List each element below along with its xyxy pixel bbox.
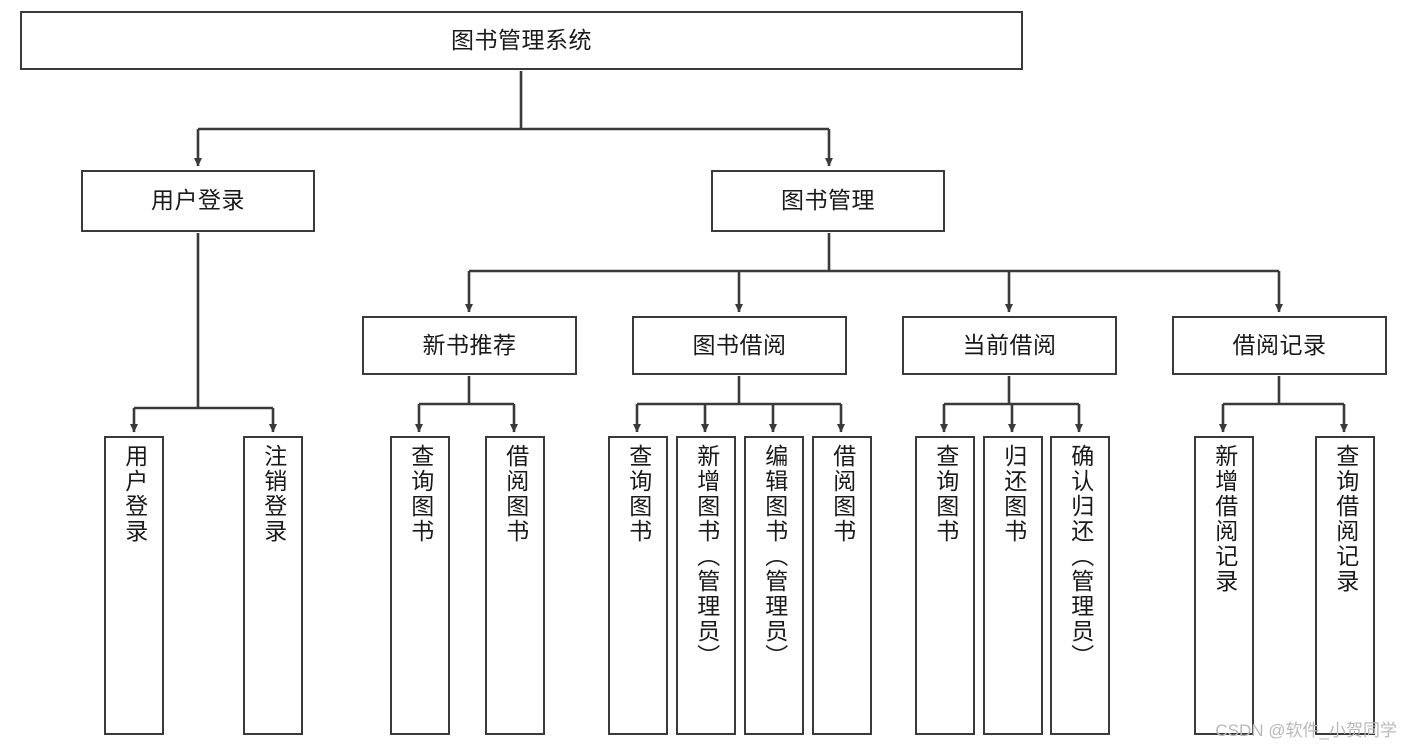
node-label: 编辑图书（管理员）	[761, 444, 788, 669]
node-leaf-add-record[interactable]: 新增借阅记录	[1194, 436, 1254, 735]
node-label: 图书管理系统	[451, 26, 592, 53]
node-leaf-query-book-1[interactable]: 查询图书	[390, 436, 450, 735]
node-label: 借阅记录	[1232, 331, 1327, 358]
node-leaf-query-book-2[interactable]: 查询图书	[608, 436, 668, 735]
node-leaf-edit-book[interactable]: 编辑图书（管理员）	[744, 436, 804, 735]
node-book-management-system[interactable]: 图书管理系统	[20, 11, 1023, 70]
node-label: 确认归还（管理员）	[1067, 444, 1094, 669]
node-leaf-return-book[interactable]: 归还图书	[983, 436, 1043, 735]
node-label: 新增借阅记录	[1211, 444, 1238, 594]
node-label: 借阅图书	[829, 444, 856, 544]
node-leaf-borrow-book-1[interactable]: 借阅图书	[485, 436, 545, 735]
node-label: 新增图书（管理员）	[693, 444, 720, 669]
node-new-book-recommend[interactable]: 新书推荐	[362, 316, 577, 375]
node-leaf-logout-login[interactable]: 注销登录	[243, 436, 303, 735]
node-book-borrow[interactable]: 图书借阅	[632, 316, 847, 375]
node-label: 新书推荐	[422, 331, 517, 358]
node-user-login[interactable]: 用户登录	[81, 170, 315, 232]
node-leaf-user-login[interactable]: 用户登录	[104, 436, 164, 735]
node-label: 查询图书	[407, 444, 434, 544]
node-label: 查询图书	[932, 444, 959, 544]
node-label: 归还图书	[1000, 444, 1027, 544]
node-current-borrow[interactable]: 当前借阅	[902, 316, 1117, 375]
node-leaf-borrow-book-2[interactable]: 借阅图书	[812, 436, 872, 735]
node-book-management[interactable]: 图书管理	[711, 170, 945, 232]
node-label: 用户登录	[121, 444, 148, 544]
node-label: 用户登录	[151, 187, 245, 214]
node-leaf-add-book[interactable]: 新增图书（管理员）	[676, 436, 736, 735]
node-label: 图书借阅	[692, 331, 787, 358]
node-leaf-confirm-return[interactable]: 确认归还（管理员）	[1050, 436, 1110, 735]
node-borrow-record[interactable]: 借阅记录	[1172, 316, 1387, 375]
node-label: 查询图书	[625, 444, 652, 544]
node-label: 借阅图书	[502, 444, 529, 544]
node-leaf-query-record[interactable]: 查询借阅记录	[1315, 436, 1375, 735]
node-label: 查询借阅记录	[1332, 444, 1359, 594]
node-leaf-query-book-3[interactable]: 查询图书	[915, 436, 975, 735]
node-label: 当前借阅	[962, 331, 1057, 358]
node-label: 注销登录	[260, 444, 287, 544]
node-label: 图书管理	[781, 187, 875, 214]
